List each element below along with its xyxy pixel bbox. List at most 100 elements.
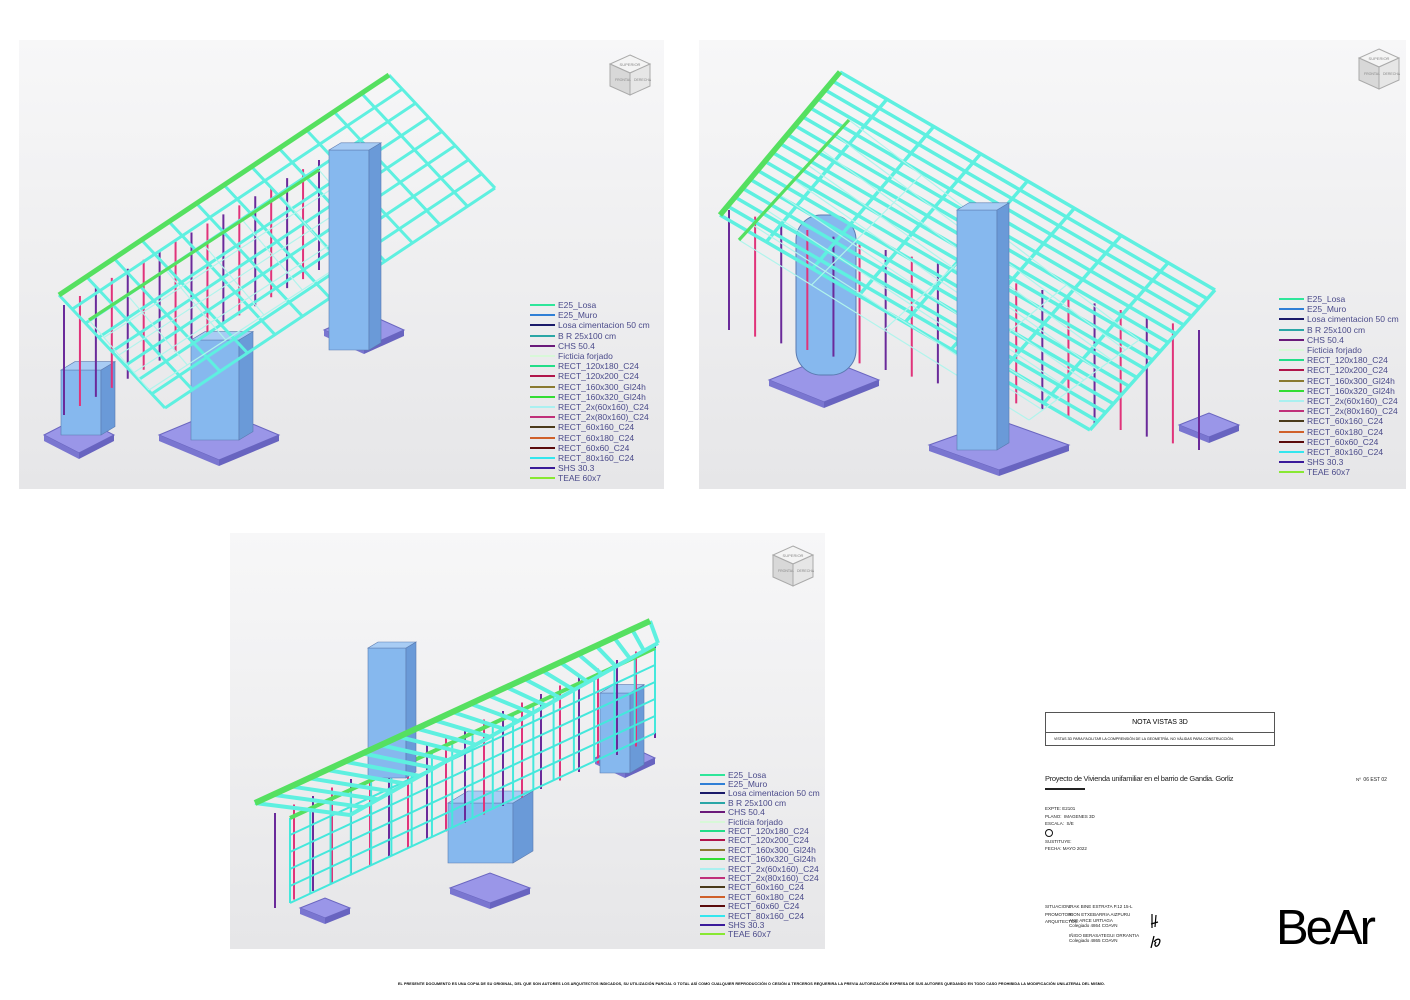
legend-label: B R 25x100 cm [728, 797, 787, 808]
view-cube[interactable]: SUPERIOR FRONTAL DERECHA [1356, 46, 1402, 92]
situacion-value: IRAK BINE ESTRATA P.12 15-L [1069, 904, 1133, 909]
legend-swatch [530, 344, 555, 347]
architect-2-license: Colegiado 4865 COAVN [1069, 938, 1118, 943]
legend-swatch [1279, 461, 1304, 464]
legend-swatch [1279, 349, 1304, 352]
svg-text:FRONTAL: FRONTAL [1364, 72, 1380, 76]
roof-rafter [362, 751, 435, 771]
legend-entry: RECT_60x60_C24 [530, 443, 650, 453]
legend-entry: E25_Losa [700, 770, 820, 780]
sheet-value: 06 EST 02 [1363, 777, 1387, 783]
legend-entry: TEAE 60x7 [530, 473, 650, 483]
view-cube[interactable]: SUPERIOR FRONTAL DERECHA [607, 52, 653, 98]
legend-swatch [530, 365, 555, 368]
legend-swatch [700, 830, 725, 833]
legend-label: CHS 50.4 [728, 807, 765, 818]
legend-label: Ficticia forjado [1307, 345, 1362, 356]
legend-swatch [700, 923, 725, 926]
legend-swatch [530, 426, 555, 429]
legend-label: RECT_2x(80x160)_C24 [728, 873, 819, 883]
legend-swatch [530, 416, 555, 419]
foundation-pad-edge [219, 435, 279, 466]
view-cube[interactable]: SUPERIOR FRONTAL DERECHA [770, 543, 816, 589]
legend-label: RECT_160x320_Gl24h [1307, 385, 1395, 396]
legend-swatch [700, 914, 725, 917]
wall-frame-purlin [289, 715, 656, 887]
legend-swatch [530, 405, 555, 408]
chimney-tower-side [996, 202, 1010, 451]
legend-swatch [700, 886, 725, 889]
legend-swatch [1279, 308, 1304, 311]
legend-entry: RECT_60x160_C24 [1279, 416, 1399, 426]
wall-frame-purlin [289, 732, 656, 904]
legend-entry: RECT_120x180_C24 [700, 826, 820, 836]
legend-swatch [1279, 450, 1304, 453]
note-box: NOTA VISTAS 3D VISTAS 3D PARA FACILITAR … [1045, 712, 1275, 746]
svg-text:SUPERIOR: SUPERIOR [1369, 56, 1390, 61]
legend-swatch [530, 446, 555, 449]
signatures [1150, 914, 1161, 949]
legend-swatch [1279, 440, 1304, 443]
legend-entry: RECT_120x180_C24 [1279, 355, 1399, 365]
legend-entry: Losa cimentacion 50 cm [1279, 314, 1399, 324]
legend-entry: RECT_80x160_C24 [700, 911, 820, 921]
legend-entry: RECT_120x180_C24 [530, 361, 650, 371]
legend-swatch [700, 801, 725, 804]
legend-swatch [1279, 328, 1304, 331]
concrete-column [190, 339, 240, 441]
legend-label: SHS 30.3 [558, 463, 595, 474]
legend-label: RECT_120x180_C24 [1307, 355, 1388, 366]
legend-swatch [1279, 399, 1304, 402]
roof-purlin [111, 130, 443, 353]
foundation-pad-edge [79, 435, 114, 459]
legend-entry: B R 25x100 cm [700, 797, 820, 808]
legend-entry: RECT_80x160_C24 [530, 453, 650, 463]
legend-label: TEAE 60x7 [558, 473, 601, 484]
plano: PLANO: IMAGENES 3D [1045, 813, 1095, 821]
legend-label: RECT_2x(80x160)_C24 [1307, 406, 1398, 417]
legend-entry: RECT_60x160_C24 [700, 882, 820, 892]
roof-rafter [505, 685, 547, 708]
concrete-wall-top [598, 684, 646, 694]
roof-rafter [523, 677, 561, 700]
floor-joist-purlin [118, 204, 350, 356]
roof-rafter [541, 668, 576, 692]
legend-entry: Ficticia forjado [530, 351, 650, 361]
roof-purlin [124, 144, 457, 367]
roof-rafter [398, 734, 463, 755]
roof-purlin [811, 125, 936, 270]
roof-rafter [487, 693, 533, 716]
floor-joist-purlin [737, 118, 851, 242]
legend-entry: Losa cimentacion 50 cm [530, 320, 650, 330]
roof-purlin [57, 72, 391, 298]
legend-entry: RECT_160x300_Gl24h [700, 844, 820, 855]
foundation-pad-edge [44, 435, 79, 459]
copyright-footer: EL PRESENTE DOCUMENTO ES UNA COPIA DE SU… [398, 982, 1106, 986]
concrete-wall [447, 802, 514, 864]
legend-label: TEAE 60x7 [728, 929, 771, 940]
legend-label: RECT_160x300_Gl24h [728, 844, 816, 855]
chimney-tower [956, 209, 998, 451]
roof-rafter [254, 801, 351, 817]
legend-label: RECT_60x160_C24 [1307, 416, 1384, 427]
legend-swatch [700, 876, 725, 879]
legend-swatch [530, 314, 555, 317]
legend-entry: RECT_60x60_C24 [1279, 437, 1399, 447]
foundation-pad-edge [325, 908, 350, 924]
legend-label: RECT_60x180_C24 [558, 432, 635, 443]
svg-text:SUPERIOR: SUPERIOR [620, 62, 641, 67]
legend-swatch [1279, 318, 1304, 321]
legend-entry: SHS 30.3 [530, 463, 650, 473]
legend-label: E25_Losa [1307, 294, 1346, 305]
legend-entry: CHS 50.4 [700, 807, 820, 818]
legend-label: E25_Muro [1307, 304, 1347, 315]
legend-swatch [700, 867, 725, 870]
roof-purlin [1042, 261, 1170, 405]
concrete-wall-side [512, 790, 534, 864]
legend-swatch [1279, 430, 1304, 433]
legend-label: E25_Muro [558, 310, 598, 321]
